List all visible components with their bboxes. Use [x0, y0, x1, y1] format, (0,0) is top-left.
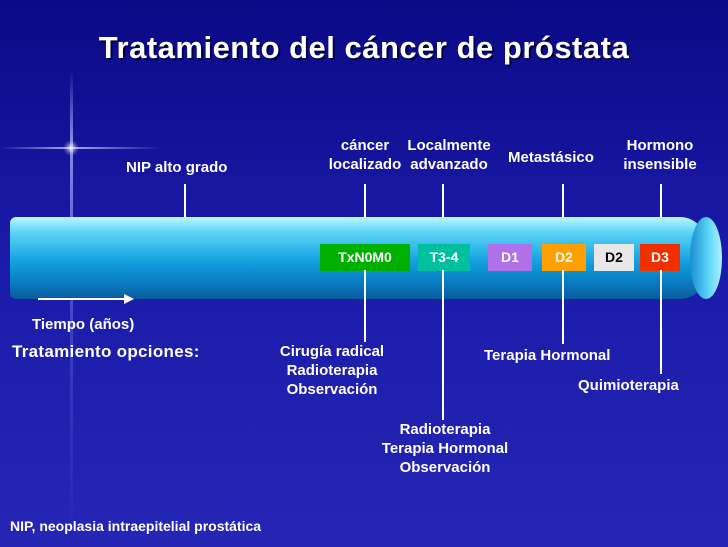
tick-metastasico-below [562, 270, 564, 344]
label-localmente-avanzado: Localmente advanzado [396, 136, 502, 174]
decorative-light-streak [0, 147, 160, 149]
tiempo-label: Tiempo (años) [32, 316, 135, 333]
tick-insensible-below [660, 270, 662, 374]
treatment-localizado: Cirugía radical Radioterapia Observación [268, 342, 396, 399]
stage-chip: TxN0M0 [320, 244, 410, 271]
label-cancer-localizado: cáncer localizado [296, 136, 434, 174]
slide-title: Tratamiento del cáncer de próstata [98, 30, 630, 65]
tick-avanzado-below [442, 270, 444, 420]
treatment-avanzado: Radioterapia Terapia Hormonal Observació… [368, 420, 522, 477]
stage-chip: D2 [542, 244, 586, 271]
treatment-line: Radioterapia [399, 421, 491, 438]
tick-localizado [364, 184, 366, 226]
footnote: NIP, neoplasia intraepitelial prostática [10, 518, 262, 534]
treatment-line: Terapia Hormonal [381, 440, 509, 457]
treatment-insensible: Quimioterapia [578, 377, 679, 394]
stage-chip: D3 [640, 244, 680, 271]
label-line: localizado [328, 156, 402, 173]
treatment-line: Cirugía radical [279, 343, 385, 360]
tick-avanzado [442, 184, 444, 226]
tratamiento-label: Tratamiento opciones: [12, 342, 200, 361]
label-line: cáncer [340, 137, 390, 154]
stage-chip: D2 [594, 244, 634, 271]
treatment-line: Observación [286, 381, 378, 398]
arrow-right-icon [124, 294, 134, 304]
tick-insensible [660, 184, 662, 226]
label-metastasico: Metastásico [508, 149, 594, 166]
label-nip-alto-grado: NIP alto grado [126, 159, 228, 176]
stage-chip: T3-4 [418, 244, 470, 271]
decorative-sparkle-icon [63, 140, 79, 156]
label-line: insensible [623, 156, 697, 173]
treatment-line: Radioterapia [286, 362, 378, 379]
label-hormono-insensible: Hormono insensible [614, 136, 706, 174]
tick-metastasico [562, 184, 564, 226]
treatment-metastasico: Terapia Hormonal [484, 347, 611, 364]
label-line: advanzado [410, 156, 488, 173]
stage-chip: D1 [488, 244, 532, 271]
timeline-bar-cap [690, 217, 722, 299]
treatment-line: Observación [399, 459, 491, 476]
decorative-light-streak [70, 70, 73, 540]
label-line: Hormono [626, 137, 694, 154]
time-arrow [38, 298, 126, 300]
tick-localizado-below [364, 270, 366, 342]
label-line: Localmente [407, 137, 491, 154]
tick-nip [184, 184, 186, 246]
